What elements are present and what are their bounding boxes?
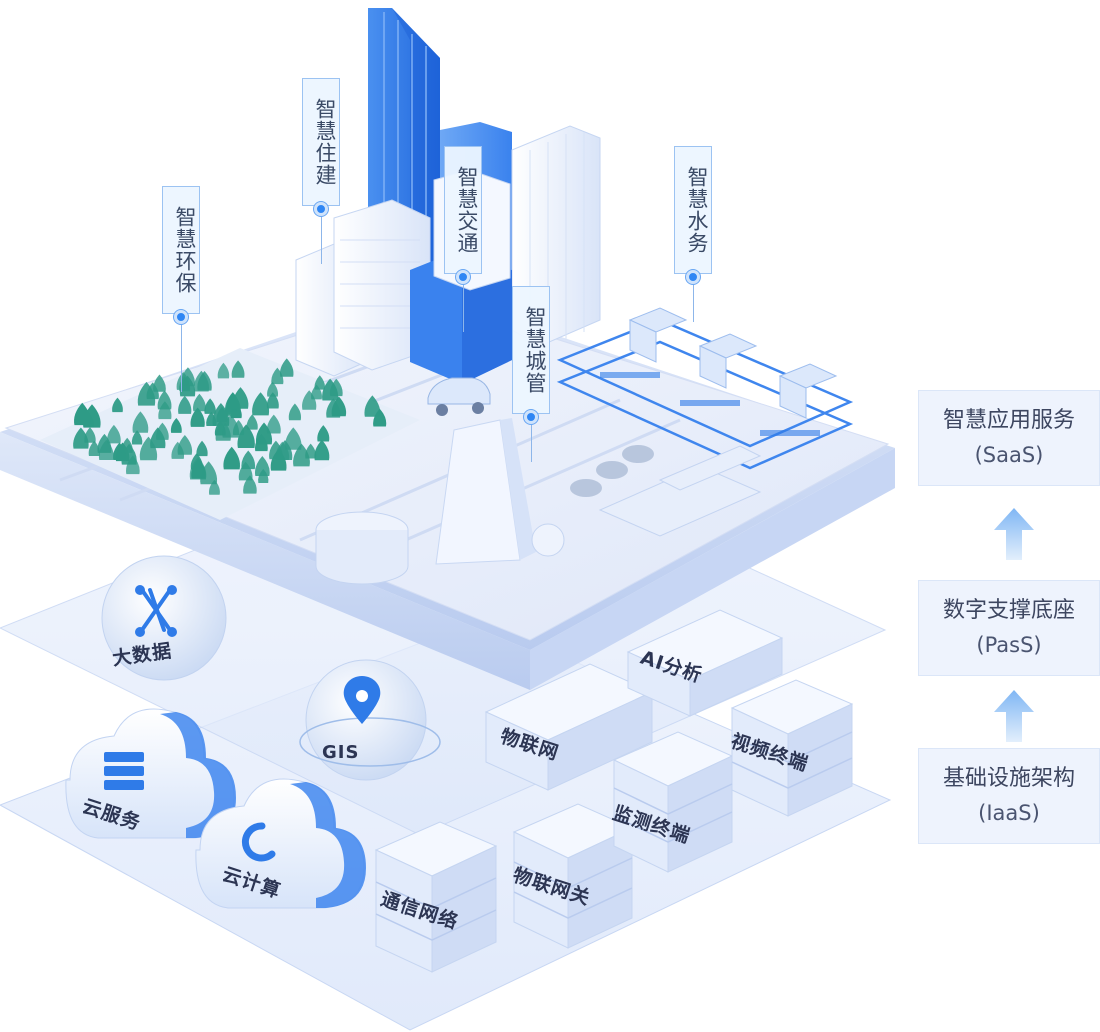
tree <box>107 424 121 444</box>
tag-smart-water: 智慧水务 <box>674 146 712 274</box>
tree <box>126 455 140 475</box>
tree <box>373 408 387 427</box>
tree <box>137 381 156 406</box>
tree <box>178 395 192 414</box>
tree <box>73 427 89 449</box>
tree <box>157 390 172 410</box>
pin-dot <box>524 410 538 424</box>
pin-dot <box>456 270 470 284</box>
tree <box>241 450 256 470</box>
tree <box>254 456 270 477</box>
arch-saas-title: 智慧应用服务 <box>942 408 1075 433</box>
tree <box>156 422 169 440</box>
tree <box>271 367 284 385</box>
tree <box>252 392 270 416</box>
arch-iaas: 基础设施架构 (IaaS) <box>918 748 1100 844</box>
tree <box>193 370 210 392</box>
arch-saas: 智慧应用服务 (SaaS) <box>918 390 1100 486</box>
tag-line <box>693 282 694 322</box>
tree <box>305 443 317 459</box>
tree <box>191 458 206 479</box>
tree <box>275 441 290 460</box>
tree <box>204 398 216 414</box>
tag-smart-traffic: 智慧交通 <box>444 146 482 274</box>
tree <box>121 437 133 453</box>
pin-dot <box>174 310 188 324</box>
tree <box>196 440 208 457</box>
tag-smart-housing: 智慧住建 <box>302 78 340 206</box>
tree <box>170 418 182 433</box>
tree <box>314 439 330 461</box>
tree <box>97 433 112 453</box>
pin-dot <box>314 202 328 216</box>
up-arrow-icon <box>994 690 1034 742</box>
tree <box>329 378 343 397</box>
tree <box>84 427 96 443</box>
tree <box>131 430 143 445</box>
up-arrow-icon <box>994 508 1034 560</box>
tree <box>112 397 123 413</box>
tree <box>266 414 281 434</box>
tree <box>279 358 294 377</box>
arch-paas-title: 数字支撑底座 <box>942 598 1075 623</box>
arch-paas-sub: (PasS) <box>976 633 1042 657</box>
tree <box>311 384 322 400</box>
tree <box>193 393 206 412</box>
tree <box>317 425 330 442</box>
arch-iaas-sub: (IaaS) <box>978 801 1040 825</box>
pin-dot <box>686 270 700 284</box>
tag-line <box>321 214 322 264</box>
tree <box>331 396 347 417</box>
tag-line <box>181 322 182 392</box>
tree <box>226 392 240 410</box>
tree <box>74 402 91 426</box>
tree <box>212 403 230 426</box>
arch-saas-sub: (SaaS) <box>974 443 1044 467</box>
tree <box>190 407 205 427</box>
label-gis: GIS <box>322 742 360 763</box>
tag-smart-urban-mgmt: 智慧城管 <box>512 286 550 414</box>
tree <box>88 440 100 456</box>
tree <box>288 403 302 421</box>
tree <box>223 446 241 470</box>
tree <box>237 424 255 449</box>
tree <box>302 390 317 410</box>
arch-paas: 数字支撑底座 (PasS) <box>918 580 1100 676</box>
arch-iaas-title: 基础设施架构 <box>942 766 1075 791</box>
tree <box>285 427 302 450</box>
tree <box>293 443 310 467</box>
tree <box>179 375 196 397</box>
tree <box>208 479 220 495</box>
tree <box>132 411 149 433</box>
tree <box>222 414 240 438</box>
tree <box>177 434 193 455</box>
tree <box>364 395 381 417</box>
tree <box>246 414 258 430</box>
tag-smart-environment: 智慧环保 <box>162 186 200 314</box>
tree <box>217 362 230 379</box>
tree <box>267 381 279 397</box>
tag-line <box>531 422 532 462</box>
tag-line <box>463 282 464 332</box>
tree <box>231 360 245 378</box>
